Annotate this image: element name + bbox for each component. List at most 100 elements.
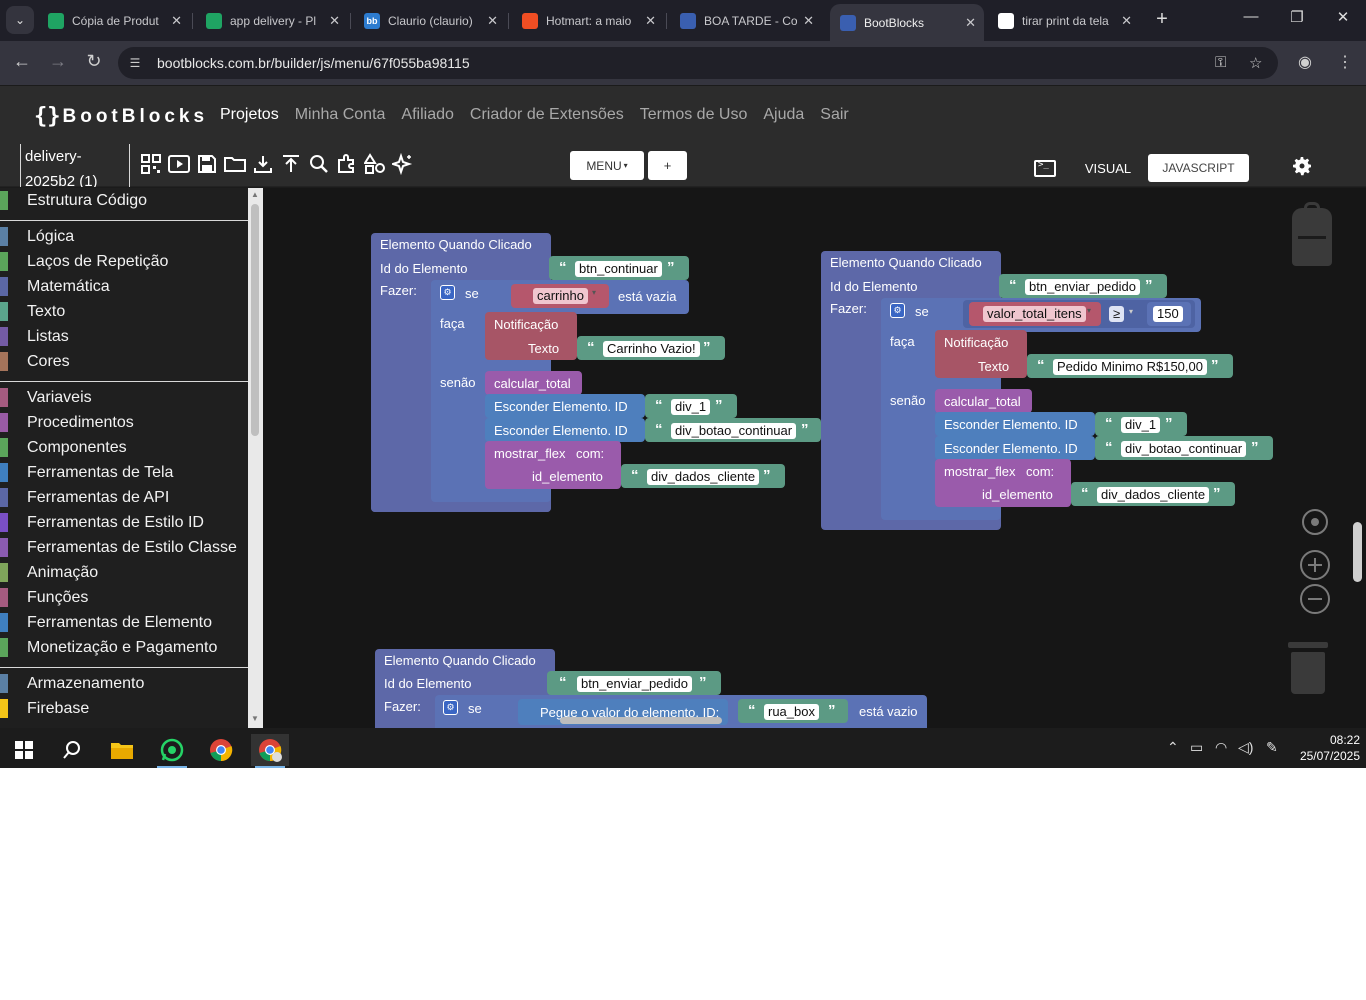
text-block-show[interactable]: “ div_dados_cliente ” [621,464,785,488]
search-icon[interactable] [307,152,331,176]
text-block-hide2[interactable]: “ div_botao_continuar ” [645,418,821,442]
notification-text-field[interactable]: Carrinho Vazio! [603,341,700,357]
sidebar-category[interactable]: Procedimentos [0,410,248,435]
mutator-gear-icon[interactable]: ⚙ [440,285,455,300]
text-block-hide2[interactable]: “ div_botao_continuar ” [1095,436,1273,460]
id-value-field[interactable]: btn_continuar [575,261,662,277]
text-block-show[interactable]: “ div_dados_cliente ” [1071,482,1235,506]
trash-icon[interactable] [1288,642,1328,694]
wifi-icon[interactable]: ◠ [1215,739,1228,755]
minimize-icon[interactable]: — [1243,8,1259,25]
zoom-in-icon[interactable] [1300,550,1330,580]
operator-dropdown[interactable]: ≥ [1109,306,1125,322]
tab-close-icon[interactable]: ✕ [329,12,340,28]
hide-element-block[interactable] [935,412,1095,436]
text-block-id[interactable]: “ btn_enviar_pedido ” [999,274,1167,298]
menu-button[interactable]: MENU▾ [570,151,644,180]
id-value-field[interactable]: btn_enviar_pedido [577,676,692,692]
sidebar-category[interactable]: Funções [0,585,248,610]
whatsapp-icon[interactable] [153,734,191,768]
browser-tab[interactable]: Cópia de Produt✕ [38,4,190,37]
notification-text-field[interactable]: Pedido Minimo R$150,00 [1053,359,1207,375]
variable-block[interactable]: carrinho ▾ [511,284,609,308]
tab-close-icon[interactable]: ✕ [487,12,498,28]
id-value-field[interactable]: btn_enviar_pedido [1025,279,1140,295]
download-icon[interactable] [251,152,275,176]
tab-close-icon[interactable]: ✕ [645,12,656,28]
file-explorer-icon[interactable] [103,734,141,766]
variable-dropdown[interactable]: valor_total_itens [983,306,1086,322]
forward-icon[interactable]: → [49,51,67,71]
procedure-call-block[interactable] [935,389,1032,413]
save-icon[interactable] [195,152,219,176]
sidebar-category[interactable]: Ferramentas de Elemento [0,610,248,635]
sidebar-category[interactable]: Ferramentas de Estilo ID [0,510,248,535]
bookmark-star-icon[interactable]: ☆ [1249,55,1263,72]
sidebar-category[interactable]: Animação [0,560,248,585]
text-block-get[interactable]: “ rua_box ” [738,699,848,723]
battery-icon[interactable]: ▭ [1190,739,1204,755]
chrome-profile-icon[interactable] [251,734,289,768]
browser-tab[interactable]: Hotmart: a maio✕ [512,4,664,37]
sidebar-category[interactable]: Ferramentas de Tela [0,460,248,485]
tray-expand-icon[interactable]: ⌃ [1167,739,1179,755]
browser-menu-icon[interactable]: ⋮ [1337,54,1353,71]
sidebar-category[interactable]: Matemática [0,274,248,299]
play-icon[interactable] [167,152,191,176]
sidebar-category[interactable]: Armazenamento [0,671,248,696]
ai-sparkle-icon[interactable] [391,152,415,176]
text-block-hide1[interactable]: “ div_1 ” [645,394,737,418]
show-value-field[interactable]: div_dados_cliente [647,469,760,485]
terminal-icon[interactable] [1034,160,1056,177]
browser-tab[interactable]: BOA TARDE - Co✕ [670,4,822,37]
nav-link-ajuda[interactable]: Ajuda [763,106,805,123]
bootblocks-logo[interactable]: {} BootBlocks [34,104,208,129]
upload-icon[interactable] [279,152,303,176]
browser-tab[interactable]: tirar print da tela✕ [988,4,1140,37]
qr-code-icon[interactable] [139,152,163,176]
text-block-notification[interactable]: “ Carrinho Vazio! ” [577,336,725,360]
tab-close-icon[interactable]: ✕ [803,12,814,28]
scroll-up-icon[interactable]: ▲ [251,190,259,199]
canvas-vertical-scrollbar[interactable] [1353,522,1362,582]
sidebar-category[interactable]: Componentes [0,435,248,460]
profile-icon[interactable]: ◉ [1298,54,1312,71]
sidebar-category[interactable]: Ferramentas de Estilo Classe [0,535,248,560]
sidebar-category[interactable]: Ferramentas de API [0,485,248,510]
nav-link-minha-conta[interactable]: Minha Conta [294,106,386,123]
address-bar[interactable]: ☰ bootblocks.com.br/builder/js/menu/67f0… [118,47,1278,79]
recenter-icon[interactable] [1302,509,1328,535]
text-block-id[interactable]: “ btn_enviar_pedido ” [547,671,721,695]
close-window-icon[interactable]: ✕ [1336,9,1350,26]
tab-close-icon[interactable]: ✕ [1121,12,1132,28]
mutator-gear-icon[interactable]: ⚙ [443,700,458,715]
sidebar-category[interactable]: Variaveis [0,385,248,410]
search-icon[interactable] [53,734,91,766]
sidebar-category[interactable]: Laços de Repetição [0,249,248,274]
text-block-hide1[interactable]: “ div_1 ” [1095,412,1187,436]
sidebar-scrollbar[interactable]: ▲ ▼ [248,188,263,728]
notification-block[interactable] [935,330,1027,378]
hide-element-block[interactable] [485,418,645,442]
number-field[interactable]: 150 [1153,306,1183,322]
tab-close-icon[interactable]: ✕ [171,12,182,28]
sidebar-category[interactable]: Lógica [0,224,248,249]
sidebar-category[interactable]: Monetização e Pagamento [0,635,248,660]
text-block-id[interactable]: “ btn_continuar ” [549,256,689,280]
mutator-gear-icon[interactable]: ⚙ [890,303,905,318]
scroll-down-icon[interactable]: ▼ [251,714,259,723]
blocks-workspace[interactable]: Elemento Quando Clicado Id do Elemento “… [263,188,1366,728]
pen-icon[interactable]: ✎ [1266,739,1278,755]
nav-link-sair[interactable]: Sair [820,106,849,123]
restore-icon[interactable]: ❐ [1290,9,1304,26]
nav-link-criador-de-extensoes[interactable]: Criador de Extensões [469,106,624,123]
tab-close-icon[interactable]: ✕ [965,14,976,30]
nav-link-termos-de-uso[interactable]: Termos de Uso [639,106,748,123]
hide-element-block[interactable] [485,394,645,418]
windows-start-icon[interactable] [5,734,43,766]
javascript-mode-button[interactable]: JAVASCRIPT [1148,154,1249,182]
zoom-out-icon[interactable] [1300,584,1330,614]
clock[interactable]: 08:22 25/07/2025 [1290,732,1360,764]
notification-block[interactable] [485,312,577,360]
